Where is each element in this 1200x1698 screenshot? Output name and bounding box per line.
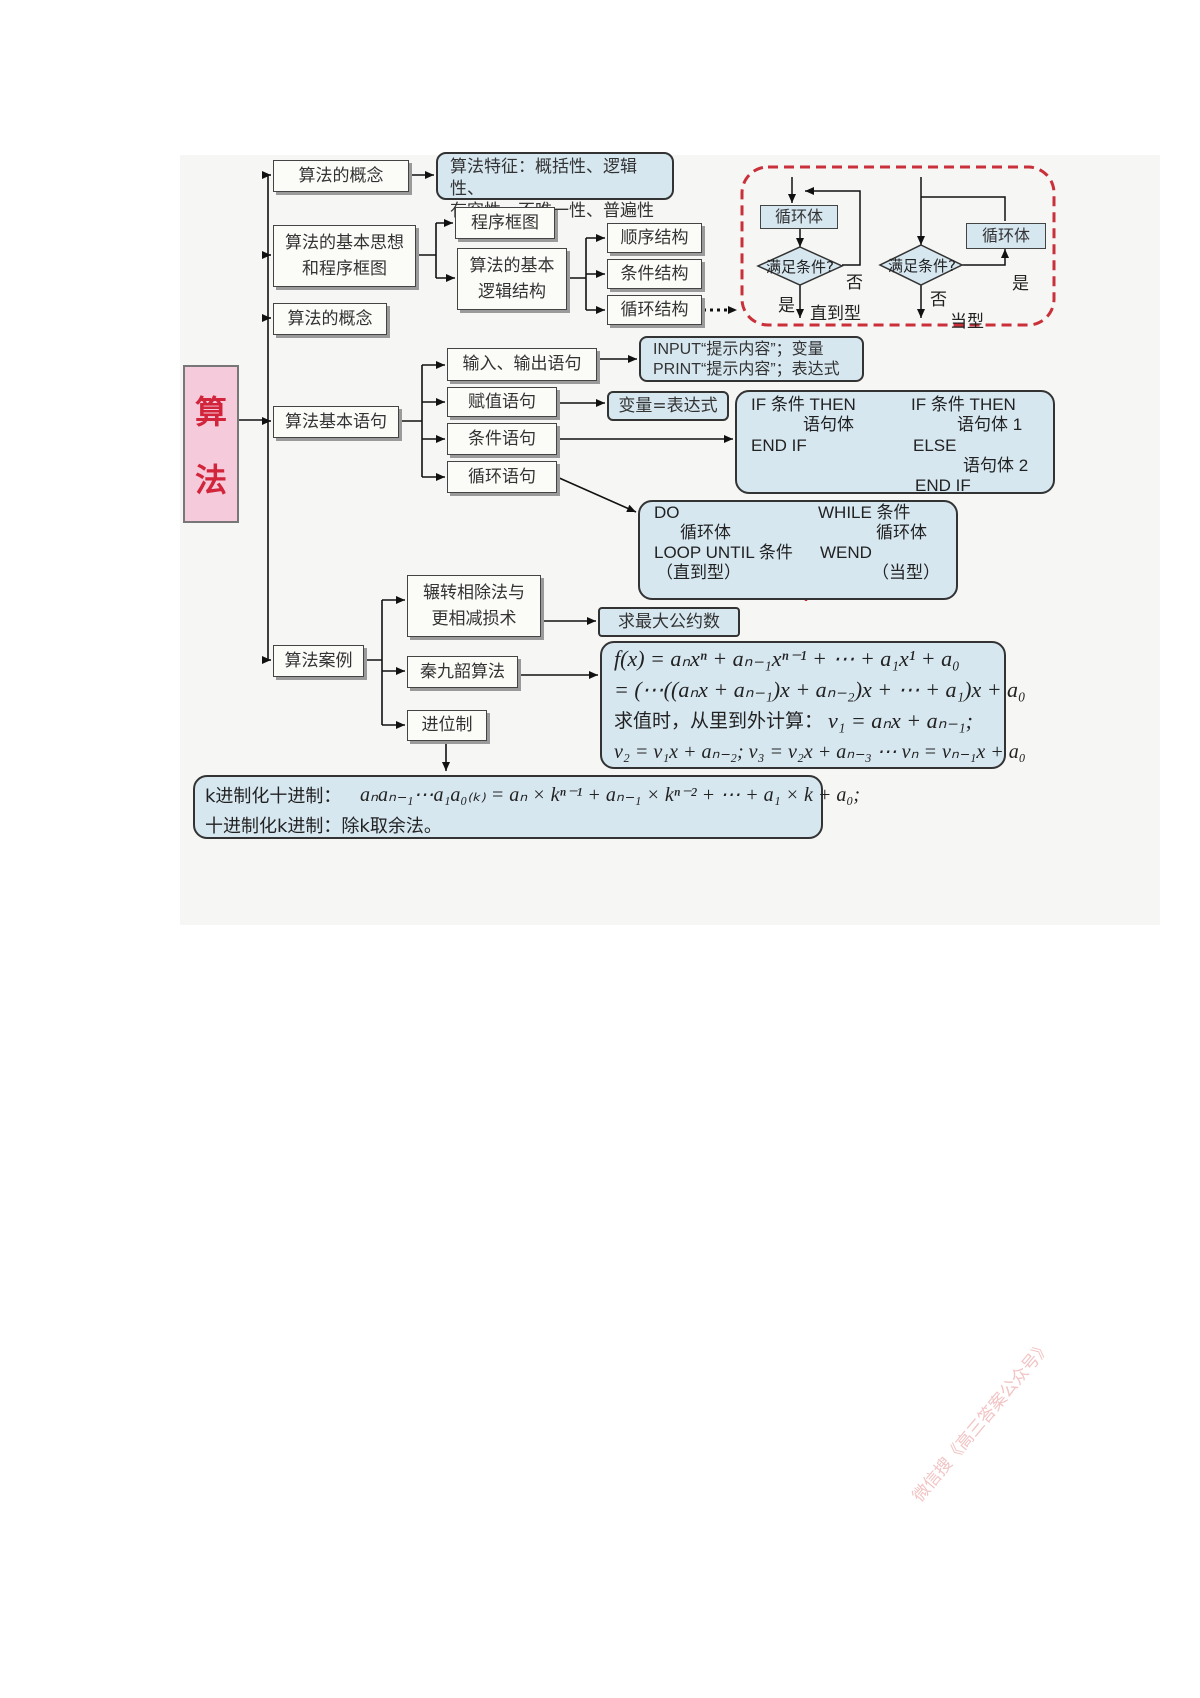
assign-code-box: 变量=表达式 — [607, 391, 729, 421]
node-assign-statement-label: 赋值语句 — [468, 391, 536, 412]
node-assign-statement: 赋值语句 — [447, 387, 557, 417]
node-sequence-structure: 顺序结构 — [607, 223, 702, 253]
node-flowchart: 程序框图 — [455, 207, 555, 239]
loop-right-line-1: WHILE 条件 — [818, 503, 911, 522]
if-right-line-5: END IF — [915, 476, 971, 495]
basic-idea-line-1: 算法的基本思想 — [285, 232, 404, 253]
node-flowchart-label: 程序框图 — [471, 212, 539, 233]
node-io-statement-label: 输入、输出语句 — [462, 354, 582, 375]
gcd-label: 求最大公约数 — [618, 611, 720, 632]
io-code-line-1: INPUT“提示内容”；变量 — [653, 341, 824, 358]
until-no-label: 否 — [846, 273, 863, 293]
features-line-1: 算法特征：概括性、逻辑性、 — [450, 157, 637, 200]
loop-left-line-2: 循环体 — [680, 523, 731, 542]
node-logic-structure: 算法的基本 逻辑结构 — [457, 248, 567, 310]
loop-right-line-4: （当型） — [872, 563, 940, 582]
logic-line-1: 算法的基本 — [469, 255, 555, 276]
qin-formula-line-4: v₂ = v₁x + aₙ₋₂; v₃ = v₂x + aₙ₋₃ ⋯ vₙ = … — [614, 741, 1026, 763]
root-char-1: 算 — [194, 393, 227, 431]
euclid-line-1: 辗转相除法与 — [423, 582, 525, 603]
node-loop-statement-label: 循环语句 — [468, 466, 536, 487]
node-cases: 算法案例 — [273, 645, 364, 677]
node-cond-statement: 条件语句 — [447, 423, 557, 455]
root-char-2: 法 — [194, 461, 227, 499]
if-right-line-4: 语句体 2 — [963, 456, 1029, 475]
node-features: 算法特征：概括性、逻辑性、 有穷性、不唯一性、普遍性 — [436, 152, 674, 221]
node-cases-label: 算法案例 — [284, 650, 353, 671]
while-type-label: 当型 — [950, 312, 984, 332]
while-condition-label: 满足条件? — [888, 257, 956, 275]
qin-formula-line-2: = (⋯((aₙx + aₙ₋₁)x + aₙ₋₂)x + ⋯ + a₁)x +… — [614, 677, 1026, 702]
while-loop-body-label: 循环体 — [981, 225, 1030, 245]
until-condition-diamond — [756, 246, 844, 286]
node-concept-1: 算法的概念 — [273, 160, 409, 192]
mind-map: 算 法 算法的概念 算法特征：概括性、逻辑性、 有穷性、不唯一性、普遍性 算法的… — [180, 152, 1160, 925]
loop-right-line-2: 循环体 — [876, 523, 927, 542]
if-right-line-1: IF 条件 THEN — [911, 395, 1016, 414]
loop-diagram-frame — [740, 165, 1056, 327]
if-right-line-3: ELSE — [913, 436, 957, 455]
node-concept-1-label: 算法的概念 — [298, 165, 384, 186]
euclid-line-2: 更相减损术 — [431, 609, 517, 629]
node-basic-statements: 算法基本语句 — [273, 406, 399, 438]
node-loop-structure-label: 循环结构 — [620, 299, 689, 320]
logic-line-2: 逻辑结构 — [478, 282, 546, 302]
base-formula-line-1-math: aₙaₙ₋₁⋯a₁a₀₍ₖ₎ = aₙ × kⁿ⁻¹ + aₙ₋₁ × kⁿ⁻²… — [360, 784, 861, 806]
if-left-line-1: IF 条件 THEN — [751, 395, 856, 414]
watermark: 微信搜《高三答案公众号》 — [908, 1336, 1056, 1507]
while-condition-diamond — [878, 244, 964, 286]
until-type-label: 直到型 — [810, 304, 861, 324]
node-conditional-structure: 条件结构 — [607, 259, 702, 289]
node-conditional-label: 条件结构 — [620, 263, 689, 284]
loop-left-line-3: LOOP UNTIL 条件 — [654, 543, 793, 562]
loop-left-line-1: DO — [654, 503, 680, 522]
until-condition-label: 满足条件? — [766, 258, 834, 276]
qin-formula-line-3-math: v₁ = aₙx + aₙ₋₁; — [828, 708, 973, 733]
node-concept-2: 算法的概念 — [273, 303, 387, 335]
if-code-box: IF 条件 THEN 语句体 END IF IF 条件 THEN 语句体 1 E… — [735, 390, 1055, 495]
while-yes-label: 是 — [1012, 274, 1029, 294]
until-loop-body-label: 循环体 — [774, 206, 823, 226]
node-basic-idea: 算法的基本思想 和程序框图 — [273, 225, 416, 287]
node-io-statement: 输入、输出语句 — [447, 348, 597, 381]
io-code-box: INPUT“提示内容”；变量 PRINT“提示内容”；表达式 — [639, 336, 864, 382]
assign-code-label: 变量=表达式 — [618, 395, 718, 416]
while-loop-body: 循环体 — [966, 223, 1046, 249]
node-basic-statements-label: 算法基本语句 — [285, 411, 387, 432]
node-base-label: 进位制 — [421, 715, 473, 736]
io-code-line-2: PRINT“提示内容”；表达式 — [653, 361, 840, 378]
node-euclid: 辗转相除法与 更相减损术 — [407, 575, 541, 637]
node-sequence-label: 顺序结构 — [620, 227, 689, 248]
until-yes-label: 是 — [778, 296, 795, 316]
loop-code-box: DO 循环体 LOOP UNTIL 条件 （直到型） WHILE 条件 循环体 … — [638, 500, 958, 600]
gcd-box: 求最大公约数 — [598, 607, 740, 637]
node-qin-label: 秦九韶算法 — [420, 661, 505, 682]
qin-formula-box: f(x) = aₙxⁿ + aₙ₋₁xⁿ⁻¹ + ⋯ + a₁x¹ + a₀ =… — [600, 641, 1026, 769]
node-concept-2-label: 算法的概念 — [287, 308, 373, 329]
qin-formula-line-1: f(x) = aₙxⁿ + aₙ₋₁xⁿ⁻¹ + ⋯ + a₁x¹ + a₀ — [614, 646, 960, 671]
loop-left-line-4: （直到型） — [656, 563, 741, 582]
basic-idea-line-2: 和程序框图 — [302, 259, 387, 279]
base-formula-box: k进制化十进制： aₙaₙ₋₁⋯a₁a₀₍ₖ₎ = aₙ × kⁿ⁻¹ + aₙ… — [193, 775, 860, 839]
if-left-line-2: 语句体 — [803, 415, 854, 434]
node-loop-structure: 循环结构 — [607, 295, 702, 325]
base-formula-line-2: 十进制化k进制：除k取余法。 — [205, 816, 442, 837]
node-loop-statement: 循环语句 — [447, 461, 557, 493]
loop-right-line-3: WEND — [820, 543, 872, 562]
root-node-algorithm: 算 法 — [183, 365, 239, 523]
node-cond-statement-label: 条件语句 — [468, 428, 536, 449]
while-no-label: 否 — [930, 290, 947, 310]
if-left-line-3: END IF — [751, 436, 807, 455]
qin-formula-line-3-text: 求值时，从里到外计算： — [614, 710, 824, 732]
base-formula-line-1-text: k进制化十进制： — [205, 786, 342, 807]
if-right-line-2: 语句体 1 — [957, 415, 1023, 434]
node-qin: 秦九韶算法 — [407, 656, 518, 688]
until-loop-body: 循环体 — [760, 205, 838, 229]
node-base: 进位制 — [407, 710, 487, 741]
